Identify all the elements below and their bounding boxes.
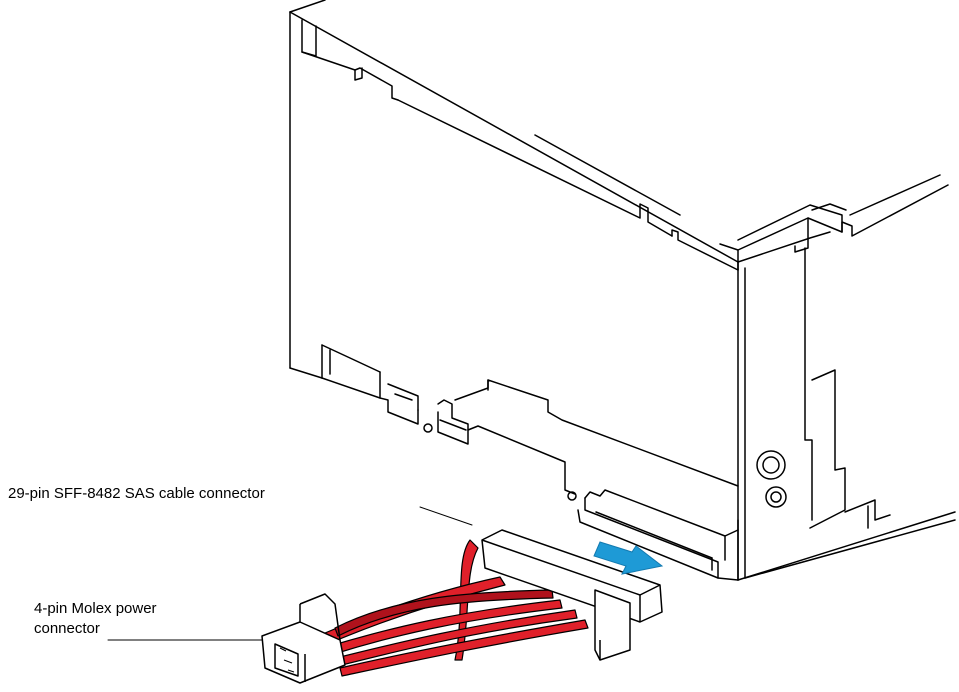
cable-bundle [324,539,589,677]
molex-connector-callout-line-2: connector [34,620,100,637]
sas-connector-callout: 29-pin SFF-8482 SAS cable connector [8,485,265,502]
sas-leader-line [419,506,473,526]
molex-power-connector [261,593,346,684]
drive-chassis [289,0,956,581]
insertion-arrow-icon [593,541,664,575]
molex-connector-callout-line-1: 4-pin Molex power [34,600,157,617]
sas-cable-connector [481,529,663,661]
